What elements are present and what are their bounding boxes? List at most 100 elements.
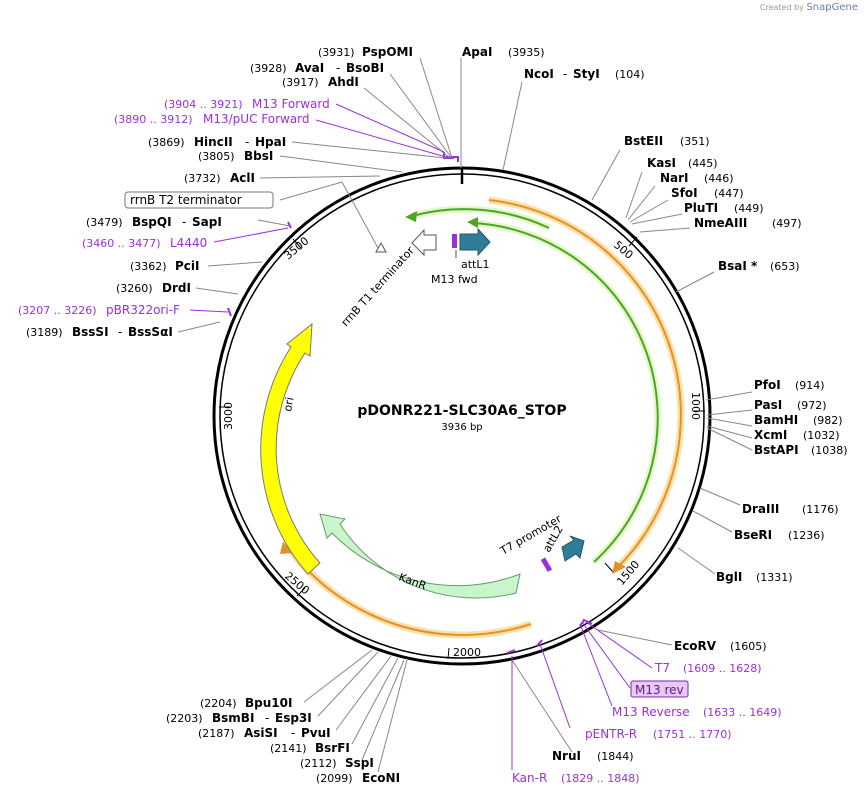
green-arc-top-head (405, 211, 417, 222)
enzyme-pos-pluti: (449) (734, 202, 764, 215)
enzyme-bssspi: BssSαI (128, 325, 173, 339)
enzyme-ahdi: AhdI (328, 75, 359, 89)
enzyme-bpu10i: Bpu10I (245, 696, 292, 710)
enzyme-hincii: HincII (194, 135, 233, 149)
enzyme-pos-pfoi: (914) (795, 379, 825, 392)
svg-text:-: - (336, 61, 340, 75)
enzyme-pos-bsssi: (3189) (26, 326, 63, 339)
primer-range-l4440: (3460 .. 3477) (82, 237, 161, 250)
orange-arc-left-head (280, 541, 292, 554)
attl1-label: attL1 (461, 258, 490, 271)
enzyme-drdi: DrdI (162, 281, 191, 295)
enzyme-hpai: HpaI (255, 135, 286, 149)
primer-pbr322ori-f: pBR322ori-F (106, 303, 180, 317)
enzyme-kasi: KasI (647, 156, 676, 170)
credit-brand: SnapGene (806, 2, 858, 13)
primer-m13-forward: M13 Forward (252, 97, 330, 111)
leader-lines (177, 57, 753, 773)
attl2-feature (561, 535, 585, 562)
enzyme-pos-kasi: (445) (688, 157, 718, 170)
enzyme-pos-avai: (3928) (250, 62, 287, 75)
enzyme-pos-bpu10i: (2204) (200, 697, 237, 710)
primer-kan-r: Kan-R (512, 771, 547, 785)
primer-range-t7: (1609 .. 1628) (683, 662, 762, 675)
enzyme-esp3i: Esp3I (275, 711, 312, 725)
primer-labels: (3904 .. 3921) M13 Forward (3890 .. 3912… (18, 97, 782, 785)
enzyme-pos-pasi: (972) (797, 399, 827, 412)
enzyme-nrui: NruI (552, 749, 581, 763)
enzyme-pos-econi: (2099) (316, 772, 353, 785)
primer-m13-reverse: M13 Reverse (612, 705, 690, 719)
enzyme-bsrfi: BsrFI (315, 741, 350, 755)
enzyme-sspi: SspI (345, 756, 374, 770)
m13-fwd-marker (452, 234, 457, 248)
enzyme-pasi: PasI (754, 398, 782, 412)
enzyme-pos-bsmbi: (2203) (166, 712, 203, 725)
enzyme-pos-ecorv: (1605) (730, 640, 767, 653)
primer-range-m13fwd: (3904 .. 3921) (164, 98, 243, 111)
enzyme-bgli: BglI (716, 570, 742, 584)
enzyme-pos-nrui: (1844) (597, 750, 634, 763)
enzyme-bstapi: BstAPI (754, 443, 799, 457)
svg-text:-: - (563, 67, 567, 81)
enzyme-pos-pspomi: (3931) (318, 46, 355, 59)
enzyme-bspqi: BspQI (132, 215, 172, 229)
enzyme-pos-bspqi: (3479) (86, 216, 123, 229)
enzyme-pos-apai: (3935) (508, 46, 545, 59)
enzyme-pos-bsrfi: (2141) (270, 742, 307, 755)
primer-marks (227, 152, 593, 654)
primer-l4440: L4440 (170, 236, 207, 250)
enzyme-pos-ncoi: (104) (615, 68, 645, 81)
attl1-feature (459, 227, 491, 257)
primer-pentr-r: pENTR-R (585, 727, 637, 741)
enzyme-xcmi: XcmI (754, 428, 787, 442)
enzyme-pos-bsai: (653) (770, 260, 800, 273)
enzyme-pos-draiii: (1176) (802, 503, 839, 516)
enzyme-pos-ahdi: (3917) (282, 76, 319, 89)
m13-rev-box (630, 680, 689, 698)
enzyme-nari: NarI (660, 171, 689, 185)
enzyme-bbsi: BbsI (244, 149, 273, 163)
enzyme-ncoi: NcoI (524, 67, 554, 81)
enzyme-pos-xcmi: (1032) (803, 429, 840, 442)
enzyme-pos-bstapi: (1038) (811, 444, 848, 457)
enzyme-pos-bamhi: (982) (813, 414, 843, 427)
enzyme-pos-acli: (3732) (184, 172, 221, 185)
enzyme-pos-nmeaiii: (497) (772, 217, 802, 230)
green-arc-right-head (467, 217, 478, 228)
ori-label: ori (281, 396, 296, 412)
enzyme-pos-hincii: (3869) (148, 136, 185, 149)
enzyme-pcii: PciI (175, 259, 200, 273)
enzyme-pluti: PluTI (684, 201, 718, 215)
enzyme-sapi: SapI (192, 215, 222, 229)
enzyme-labels: (3931) PspOMI (3928) AvaI - BsoBI (3917)… (26, 45, 848, 785)
plasmid-length: 3936 bp (441, 422, 482, 433)
enzyme-ecorv: EcoRV (674, 639, 717, 653)
enzyme-asisi: AsiSI (244, 726, 278, 740)
primer-range-kan-r: (1829 .. 1848) (561, 772, 640, 785)
enzyme-avai: AvaI (295, 61, 324, 75)
enzyme-sfoi: SfoI (671, 186, 698, 200)
enzyme-apai: ApaI (462, 45, 492, 59)
svg-text:-: - (245, 135, 249, 149)
rrnb-t1-label: rrnB T1 terminator (339, 244, 417, 329)
rrnb-t1-feature (411, 228, 437, 257)
enzyme-bsssi: BssSI (72, 325, 109, 339)
primer-leaders (189, 103, 653, 770)
tick-label-2000: 2000 (453, 646, 481, 659)
enzyme-pos-bsteii: (351) (680, 135, 710, 148)
enzyme-bsmbi: BsmBI (212, 711, 254, 725)
enzyme-pos-nari: (446) (704, 172, 734, 185)
enzyme-nmeaiii: NmeAIII (694, 216, 747, 230)
tick-label-3000: 3000 (222, 402, 235, 430)
snapgene-credit: Created by SnapGene (760, 2, 858, 13)
primer-m13-rev: M13 rev (635, 683, 684, 697)
plasmid-name: pDONR221-SLC30A6_STOP (357, 403, 566, 419)
svg-text:-: - (118, 325, 122, 339)
enzyme-pos-sfoi: (447) (714, 187, 744, 200)
m13-rev-marker (540, 557, 553, 573)
ori-feature (260, 322, 321, 575)
primer-range-m13puc: (3890 .. 3912) (114, 113, 193, 126)
enzyme-styi: StyI (573, 67, 600, 81)
green-arc-right (471, 222, 659, 563)
